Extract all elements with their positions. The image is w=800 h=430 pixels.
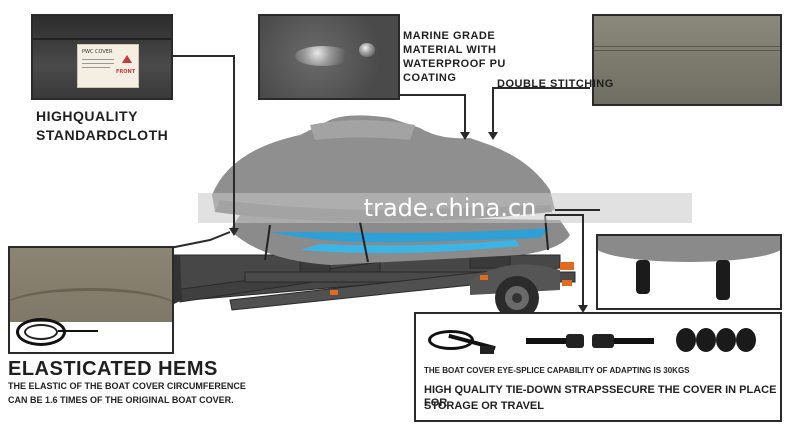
tag-fine-print bbox=[82, 59, 114, 60]
hem-fold bbox=[10, 288, 172, 331]
strap-big-line1: HIGH QUALITY TIE-DOWN STRAPSSECURE THE C… bbox=[424, 384, 777, 409]
cloth-tag-photo: PWC COVER FRONT bbox=[31, 14, 173, 100]
marine-line4: COATING bbox=[403, 72, 457, 84]
strap-roll-icon bbox=[696, 328, 716, 352]
buckle-clip-icon bbox=[526, 332, 666, 352]
cover-fabric bbox=[598, 236, 780, 262]
double-stitching-label: DOUBLE STITCHING bbox=[497, 78, 614, 90]
elastic-desc-line2: CAN BE 1.6 TIMES OF THE ORIGINAL BOAT CO… bbox=[8, 395, 234, 405]
trailer-wheel bbox=[495, 276, 539, 320]
stitch-seam bbox=[594, 46, 780, 47]
side-reflector bbox=[330, 290, 338, 295]
watermark-text: trade.china.cn bbox=[363, 194, 537, 222]
cover-label-tag: PWC COVER FRONT bbox=[77, 44, 139, 88]
elastic-hem-photo bbox=[8, 246, 174, 354]
elastic-cord-tail bbox=[58, 330, 98, 332]
cloth-title-line1: HIGHQUALITY bbox=[36, 108, 138, 124]
tail-light bbox=[560, 262, 574, 270]
marine-line2: MATERIAL WITH bbox=[403, 44, 497, 56]
side-reflector bbox=[480, 275, 488, 280]
elastic-cord-icon bbox=[16, 318, 66, 346]
strap-roll-icon bbox=[676, 328, 696, 352]
trailer-hitch bbox=[172, 255, 182, 305]
elastic-desc-line1: THE ELASTIC OF THE BOAT COVER CIRCUMFERE… bbox=[8, 381, 246, 391]
elastic-title: ELASTICATED HEMS bbox=[8, 358, 218, 380]
strap-hooks-photo bbox=[596, 234, 782, 310]
elastic-cord-icon bbox=[24, 324, 58, 340]
cover-seat-highlight bbox=[310, 120, 415, 140]
cloth-title-line2: STANDARDCLOTH bbox=[36, 127, 169, 143]
front-arrow-icon bbox=[122, 55, 132, 63]
stitch-seam bbox=[594, 50, 780, 51]
tag-fine-print bbox=[82, 67, 110, 68]
watermark-band bbox=[198, 193, 692, 223]
tail-light bbox=[562, 280, 572, 286]
fabric-seam bbox=[33, 38, 171, 40]
tie-down-straps-box: THE BOAT COVER EYE-SPLICE CAPABILITY OF … bbox=[414, 312, 782, 422]
fabric-texture bbox=[594, 16, 780, 104]
strap-roll-icon bbox=[716, 328, 736, 352]
strap-with-buckle-icon bbox=[428, 326, 498, 356]
tag-fine-print bbox=[82, 63, 114, 64]
marine-line3: WATERPROOF PU bbox=[403, 58, 506, 70]
waterproof-material-photo bbox=[258, 14, 400, 100]
strap-small-text: THE BOAT COVER EYE-SPLICE CAPABILITY OF … bbox=[424, 366, 690, 375]
strap-big-line2: STORAGE OR TRAVEL bbox=[424, 400, 544, 412]
water-drop-icon bbox=[295, 46, 351, 66]
double-stitching-photo bbox=[592, 14, 782, 106]
tag-front: FRONT bbox=[116, 69, 136, 75]
water-drop-icon bbox=[359, 43, 375, 57]
strap-roll-icon bbox=[736, 328, 756, 352]
strap-loop-icon bbox=[636, 260, 650, 294]
tag-brand: PWC COVER bbox=[82, 49, 113, 55]
blue-stripe bbox=[270, 228, 550, 243]
marine-line1: MARINE GRADE bbox=[403, 30, 496, 42]
blue-stripe bbox=[300, 240, 520, 253]
strap-loop-icon bbox=[716, 260, 730, 300]
